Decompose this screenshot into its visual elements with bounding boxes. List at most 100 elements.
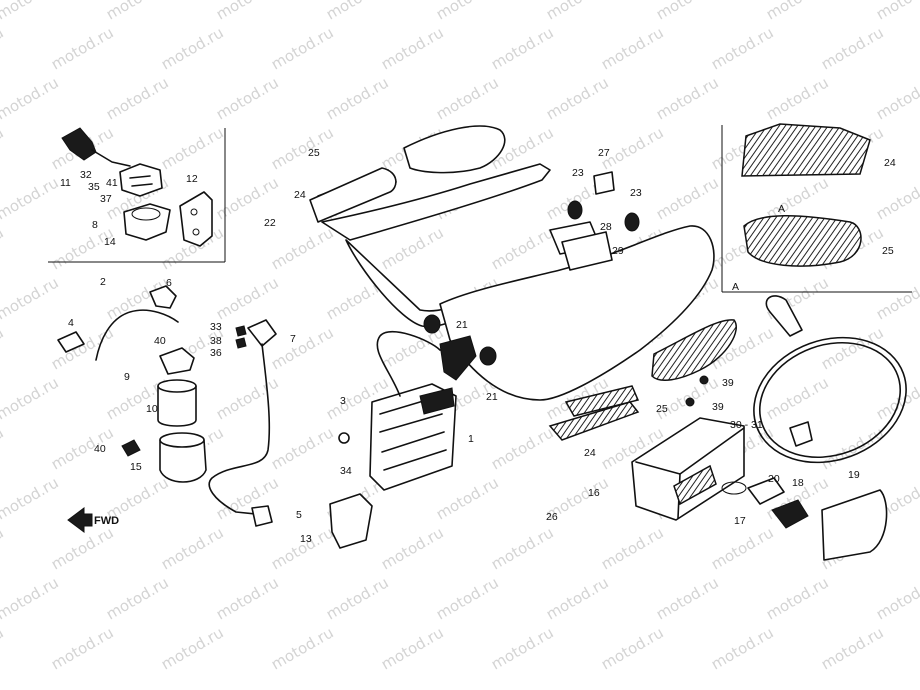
watermark-text: motod.ru (708, 523, 777, 573)
watermark-text: motod.ru (488, 623, 557, 673)
watermark-text: motod.ru (268, 523, 337, 573)
watermark-text: motod.ru (433, 573, 502, 623)
callout-28: 28 (600, 221, 612, 233)
watermark-text: motod.ru (0, 273, 62, 323)
watermark-text: motod.ru (433, 73, 502, 123)
watermark-text: motod.ru (598, 523, 667, 573)
callout-6: 6 (166, 277, 172, 289)
watermark-text: motod.ru (763, 73, 832, 123)
watermark-text: motod.ru (323, 73, 392, 123)
part-emblem-24 (548, 385, 640, 441)
part-clip-40 (121, 439, 141, 457)
part-wire-lock-19 (753, 295, 907, 464)
watermark-text: motod.ru (323, 573, 392, 623)
watermark-text: motod.ru (0, 323, 7, 373)
callout-23-right: 23 (630, 187, 642, 199)
watermark-text: motod.ru (763, 0, 832, 23)
callout-29: 29 (612, 245, 624, 257)
callout-24-left: 24 (294, 189, 306, 201)
callout-14: 14 (104, 236, 116, 248)
watermark-text: motod.ru (48, 223, 117, 273)
callout-26: 26 (546, 511, 558, 523)
watermark-text: motod.ru (158, 23, 227, 73)
watermark-text: motod.ru (543, 573, 612, 623)
watermark-text: motod.ru (873, 173, 920, 223)
watermark-text: motod.ru (0, 73, 62, 123)
watermark-text: motod.ru (103, 573, 172, 623)
watermark-text: motod.ru (268, 223, 337, 273)
watermark-text: motod.ru (488, 223, 557, 273)
inset-frame (48, 128, 226, 263)
watermark-text: motod.ru (488, 23, 557, 73)
watermark-text: motod.ru (48, 623, 117, 673)
watermark-text: motod.ru (818, 623, 887, 673)
callout-10: 10 (146, 403, 158, 415)
watermark-text: motod.ru (543, 73, 612, 123)
watermark-text: motod.ru (433, 0, 502, 23)
part-nut-34 (338, 432, 350, 444)
watermark-text: motod.ru (378, 623, 447, 673)
part-fairing-body-1 (439, 221, 715, 401)
callout-38: 38 (210, 335, 222, 347)
callout-13: 13 (300, 533, 312, 545)
watermark-text: motod.ru (873, 373, 920, 423)
part-screw-39 (685, 375, 709, 407)
callout-4: 4 (68, 317, 74, 329)
callout-2: 2 (100, 276, 106, 288)
part-cover-15 (159, 432, 207, 483)
part-bracket-14 (123, 203, 171, 241)
watermark-text: motod.ru (213, 373, 282, 423)
watermark-text: motod.ru (708, 623, 777, 673)
watermark-text: motod.ru (653, 73, 722, 123)
part-cable-2 (57, 285, 179, 361)
detail-frame-a (721, 125, 912, 293)
callout-37: 37 (100, 193, 112, 205)
watermark-text: motod.ru (378, 523, 447, 573)
watermark-text: motod.ru (543, 0, 612, 23)
part-grommet-23 (423, 200, 640, 366)
watermark-text: motod.ru (213, 573, 282, 623)
watermark-text: motod.ru (213, 173, 282, 223)
callout-5: 5 (296, 509, 302, 521)
part-cover-26 (821, 489, 888, 561)
part-label-27 (593, 171, 615, 195)
callout-40-lower: 40 (94, 443, 106, 455)
part-ignition-unit-1 (369, 330, 457, 491)
watermark-text: motod.ru (598, 623, 667, 673)
callout-21-upper: 21 (456, 319, 468, 331)
part-emblem-25 (651, 319, 737, 382)
watermark-text: motod.ru (103, 73, 172, 123)
callout-25-top: 25 (308, 147, 320, 159)
watermark-text: motod.ru (433, 473, 502, 523)
watermark-text: motod.ru (873, 0, 920, 23)
callout-21-lower: 21 (486, 391, 498, 403)
part-plate-12 (179, 191, 213, 247)
svg-text:FWD: FWD (94, 515, 119, 527)
part-cylinder-10 (157, 379, 197, 427)
watermark-text: motod.ru (653, 0, 722, 23)
part-relay-37 (119, 163, 163, 197)
callout-3: 3 (340, 395, 346, 407)
callout-15: 15 (130, 461, 142, 473)
watermark-text: motod.ru (818, 23, 887, 73)
callout-39-upper: 39 (722, 377, 734, 389)
watermark-text: motod.ru (0, 173, 62, 223)
callout-32: 32 (80, 169, 92, 181)
watermark-text: motod.ru (598, 23, 667, 73)
watermark-text: motod.ru (103, 0, 172, 23)
watermark-text: motod.ru (268, 123, 337, 173)
callout-8: 8 (92, 219, 98, 231)
callout-39-lower: 39 (712, 401, 724, 413)
watermark-text: motod.ru (213, 273, 282, 323)
callout-36: 36 (210, 347, 222, 359)
callout-11: 11 (60, 177, 71, 189)
callout-12: 12 (186, 173, 198, 185)
watermark-text: motod.ru (0, 0, 62, 23)
watermark-text: motod.ru (0, 23, 7, 73)
watermark-text: motod.ru (323, 0, 392, 23)
part-bracket-21 (439, 335, 477, 381)
watermark-text: motod.ru (378, 23, 447, 73)
watermark-text: motod.ru (378, 223, 447, 273)
callout-labels: 1 2 3 4 5 6 7 8 9 10 11 12 13 14 15 16 1… (60, 147, 896, 545)
